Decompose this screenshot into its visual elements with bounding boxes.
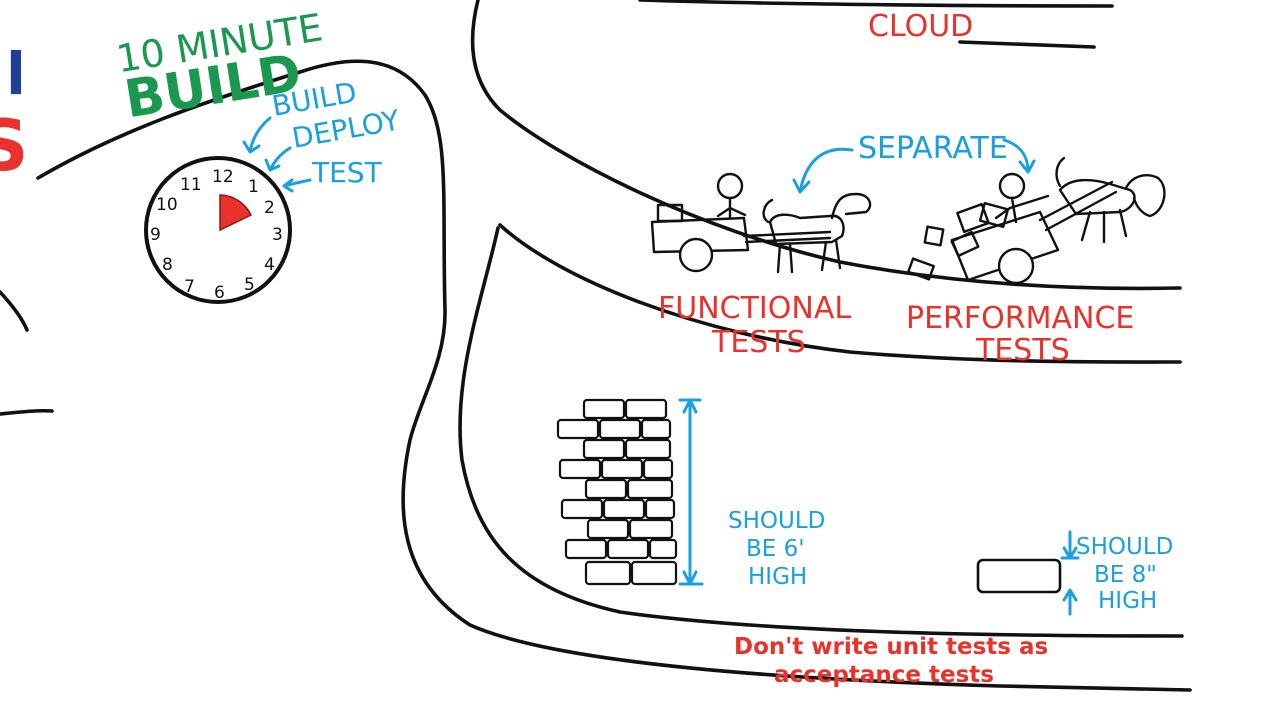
single-brick-drawing (976, 558, 1062, 594)
brick-high-text: HIGH (1098, 588, 1157, 614)
clock-numeral: 1 (248, 177, 259, 197)
clock-numeral: 3 (272, 225, 283, 245)
brick-wall-drawing (556, 398, 678, 586)
arrow-down-icon (1060, 530, 1080, 560)
clock-numeral: 5 (244, 275, 255, 295)
arrow-icon (1002, 138, 1036, 174)
brick-should-text: SHOULD (1076, 534, 1173, 560)
clock-numeral: 7 (184, 277, 195, 297)
road-lines (0, 0, 1192, 692)
arrow-up-icon (1062, 588, 1078, 616)
clock-numeral: 10 (156, 195, 178, 215)
brick-be-text: BE 8" (1094, 562, 1157, 588)
height-arrow-icon (678, 398, 704, 586)
functional-label: FUNCTIONAL (658, 291, 851, 326)
performance-label: PERFORMANCE (906, 301, 1134, 336)
functional-cart-drawing (650, 172, 872, 274)
separate-label: SEPARATE (858, 131, 1008, 166)
clock-numeral: 8 (162, 255, 173, 275)
clock-numeral: 4 (264, 255, 275, 275)
performance-cart-drawing (907, 156, 1166, 285)
caption-line-2: acceptance tests (774, 662, 994, 688)
clock-numeral: 12 (212, 167, 234, 187)
wall-be-text: BE 6' (746, 536, 805, 562)
clock-icon: 12 1 2 3 4 5 6 7 8 9 10 11 (144, 156, 292, 304)
performance-tests-label: TESTS (975, 333, 1070, 368)
arrow-icon (242, 116, 272, 154)
clock-numeral: 9 (150, 225, 161, 245)
cloud-label: CLOUD (868, 9, 973, 44)
left-fragment-top: l (6, 40, 26, 108)
clock-numeral: 11 (180, 175, 202, 195)
functional-tests-label: TESTS (711, 325, 806, 360)
wall-high-text: HIGH (748, 564, 807, 590)
wall-should-text: SHOULD (728, 508, 825, 534)
clock-numeral: 6 (214, 283, 225, 303)
build-steps: BUILD DEPLOY TEST (242, 76, 403, 193)
arrow-icon (264, 146, 292, 172)
arrow-icon (282, 178, 312, 193)
arrow-icon (792, 147, 854, 194)
step-test-text: TEST (311, 156, 383, 189)
left-fragment-bottom: S (0, 105, 28, 187)
caption-line-1: Don't write unit tests as (734, 634, 1048, 660)
clock-numeral: 2 (264, 198, 275, 218)
